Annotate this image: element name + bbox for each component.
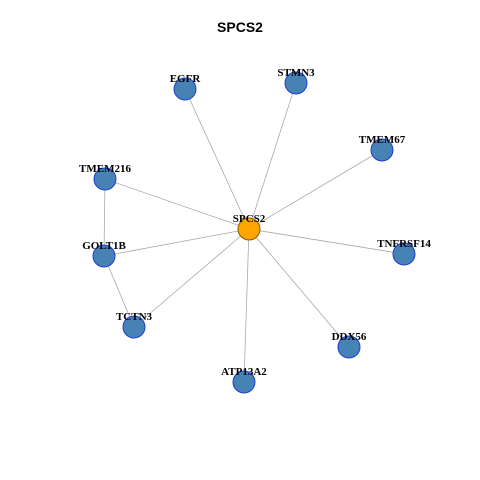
edge-spcs2-tnfrsf14 [248, 228, 405, 255]
node-label-tmem216: TMEM216 [79, 163, 131, 175]
nodes-layer [92, 71, 416, 394]
edges-layer [103, 82, 405, 383]
node-tmem216[interactable] [93, 167, 117, 191]
node-atp13a2[interactable] [232, 370, 256, 394]
node-label-tmem67: TMEM67 [359, 134, 406, 146]
node-label-tnfrsf14: TNFRSF14 [377, 238, 431, 250]
edge-spcs2-atp13a2 [243, 228, 250, 383]
edge-tmem216-golt1b [103, 178, 106, 257]
node-label-golt1b: GOLT1B [82, 240, 126, 252]
node-ddx56[interactable] [337, 335, 361, 359]
node-label-tctn3: TCTN3 [116, 311, 153, 323]
edge-spcs2-tmem216 [104, 178, 250, 230]
node-spcs2[interactable] [237, 217, 261, 241]
edge-spcs2-golt1b [103, 228, 250, 257]
node-label-atp13a2: ATP13A2 [221, 366, 267, 378]
edge-golt1b-tctn3 [103, 255, 135, 328]
edge-spcs2-stmn3 [248, 82, 297, 230]
node-tctn3[interactable] [122, 315, 146, 339]
node-label-spcs2: SPCS2 [233, 213, 266, 225]
node-stmn3[interactable] [284, 71, 308, 95]
graph-title: SPCS2 [217, 19, 263, 35]
node-tmem67[interactable] [370, 138, 394, 162]
edge-spcs2-egfr [184, 88, 250, 230]
node-label-ddx56: DDX56 [332, 331, 367, 343]
edge-spcs2-tctn3 [133, 228, 250, 328]
edge-spcs2-tmem67 [248, 149, 383, 230]
node-tnfrsf14[interactable] [392, 242, 416, 266]
edge-spcs2-ddx56 [248, 228, 350, 348]
node-label-egfr: EGFR [170, 73, 202, 85]
node-egfr[interactable] [173, 77, 197, 101]
node-label-stmn3: STMN3 [277, 67, 315, 79]
node-golt1b[interactable] [92, 244, 116, 268]
